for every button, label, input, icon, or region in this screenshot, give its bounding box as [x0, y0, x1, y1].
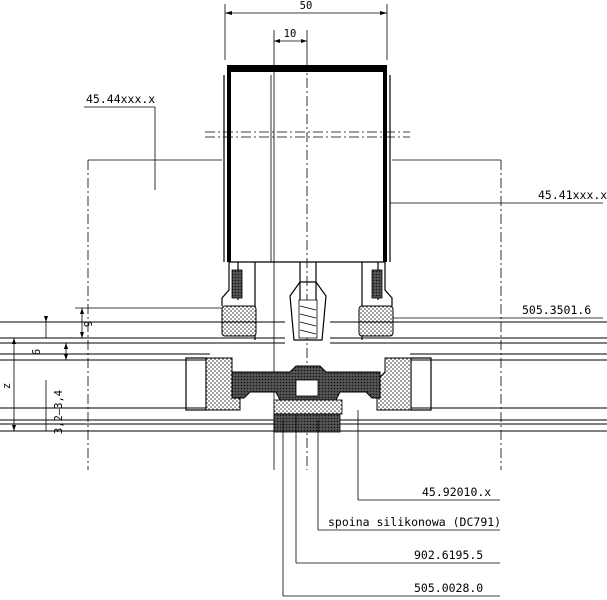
- dim-50-text: 50: [300, 0, 313, 12]
- label-bottom-3: 902.6195.5: [295, 415, 500, 564]
- label-silicone-joint: spoina silikonowa (DC791): [328, 515, 501, 529]
- label-bottom-4: 505.0028.0: [282, 420, 500, 597]
- label-bottom-2: spoina silikonowa (DC791): [317, 420, 501, 531]
- label-upper-left: 45.44xxx.x: [84, 92, 156, 190]
- dim-z-text: z: [1, 383, 13, 389]
- label-45-41: 45.41xxx.x: [538, 188, 607, 202]
- dim-9-text: 9: [83, 321, 95, 327]
- central-clamp: [231, 365, 381, 433]
- dimension-50: 50: [224, 0, 388, 60]
- label-505-3501: 505.3501.6: [522, 303, 591, 317]
- left-dimensions: 9 6 3,2–3,4 z: [1, 307, 240, 434]
- dim-range-text: 3,2–3,4: [53, 390, 65, 434]
- glazing-right: [330, 321, 607, 432]
- dim-6-text: 6: [31, 349, 43, 355]
- label-505-0028: 505.0028.0: [414, 581, 483, 595]
- label-mid-right: 505.3501.6: [393, 303, 603, 319]
- label-45-44: 45.44xxx.x: [86, 92, 155, 106]
- mullion-profile: [205, 60, 410, 470]
- label-45-92010: 45.92010.x: [422, 485, 491, 499]
- dimension-10: 10: [273, 28, 308, 470]
- label-bottom-1: 45.92010.x: [357, 410, 500, 501]
- label-902-6195: 902.6195.5: [414, 548, 483, 562]
- label-upper-right: 45.41xxx.x: [390, 188, 607, 204]
- gaskets: [221, 281, 394, 341]
- dim-10-text: 10: [284, 28, 297, 40]
